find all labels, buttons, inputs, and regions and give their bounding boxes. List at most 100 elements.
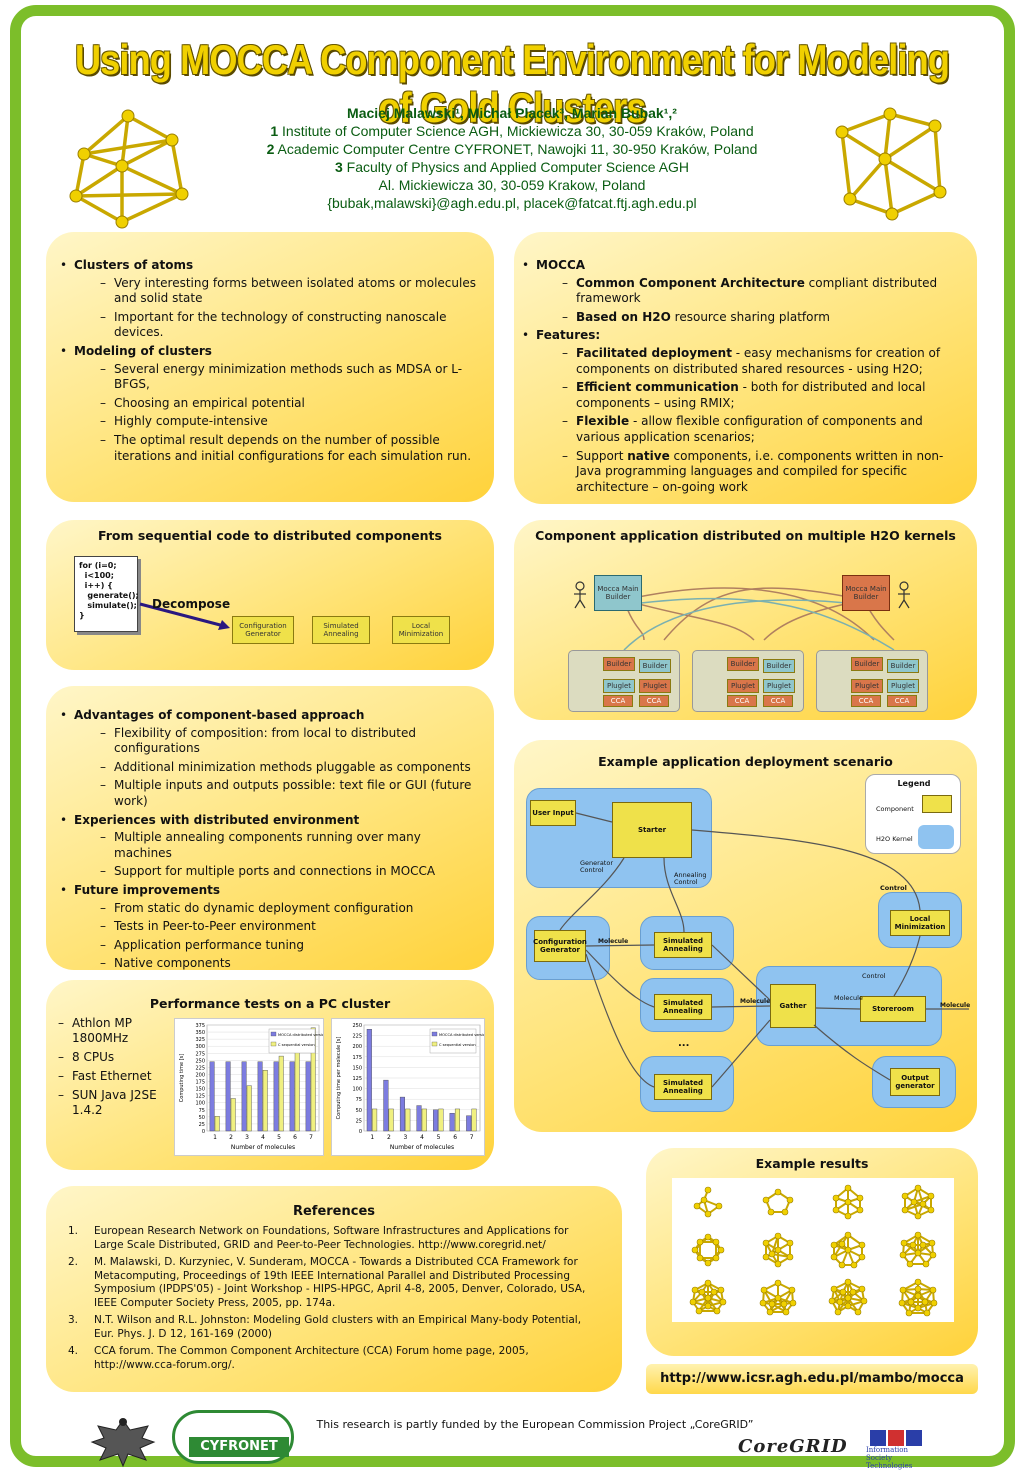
molecule-label-4: Molecule [598, 938, 629, 945]
y-tick-label: 125 [195, 1094, 205, 1100]
control-label-2: Control [880, 884, 907, 892]
y-tick-label: 275 [195, 1051, 205, 1057]
bar-c [294, 1041, 300, 1132]
list-item: Several energy minimization methods such… [114, 361, 463, 392]
bar-mocca [225, 1061, 231, 1132]
reference-item: 1.European Research Network on Foundatio… [68, 1225, 569, 1251]
y-tick-label: 0 [359, 1129, 362, 1135]
legend-label: MOCCA distributed version [278, 1033, 324, 1037]
cluster-structure [898, 1278, 938, 1317]
list-item: Highly compute-intensive [114, 414, 268, 429]
legend-swatch [270, 1041, 277, 1047]
emails: {bubak,malawski}@agh.edu.pl, placek@fatc… [327, 195, 697, 211]
simulated-annealing-node-1: Simulated Annealing [654, 932, 712, 958]
bar-c [278, 1055, 284, 1132]
y-tick-label: 375 [195, 1023, 205, 1029]
bar-mocca [449, 1112, 455, 1132]
cluster-structure [693, 1186, 723, 1218]
chart-computing-time: 0255075100125150175200225250275300325350… [174, 1018, 324, 1156]
reference-item: 2.M. Malawski, D. Kurzyniec, V. Sunderam… [68, 1256, 586, 1309]
configuration-generator-node: Configuration Generator [533, 930, 587, 962]
local-minimization-node: Local Minimization [890, 910, 950, 936]
y-tick-label: 50 [356, 1108, 362, 1114]
x-tick-label: 2 [229, 1134, 233, 1141]
example-title: Example application deployment scenario [598, 754, 893, 769]
x-tick-label: 2 [387, 1134, 391, 1141]
bar-c [372, 1108, 378, 1132]
bar-c [421, 1108, 427, 1132]
y-tick-label: 325 [195, 1037, 205, 1043]
simulated-annealing-node-2: Simulated Annealing [654, 994, 712, 1020]
list-item: Additional minimization methods pluggabl… [114, 759, 471, 774]
bar-mocca [289, 1061, 295, 1132]
legend: MOCCA distributed version C sequential ve… [268, 1028, 324, 1054]
cyfronet-logo: CYFRONET [172, 1410, 294, 1464]
cluster-structure [759, 1279, 797, 1316]
decompose-label: Decompose [152, 597, 231, 611]
cluster-structure [899, 1231, 937, 1268]
bar-c [246, 1085, 252, 1132]
y-tick-label: 250 [195, 1058, 205, 1064]
bar-c [388, 1108, 394, 1132]
y-tick-label: 125 [352, 1076, 362, 1082]
bar-mocca [466, 1115, 472, 1132]
local-minimization-component: Local Minimization [392, 616, 450, 644]
legend-label: C sequential version [278, 1043, 315, 1047]
project-url-link[interactable]: http://www.icsr.agh.edu.pl/mambo/mocca [646, 1364, 978, 1394]
y-axis-label: Computing time per molecule [s] [336, 1037, 342, 1120]
bar-mocca [383, 1079, 389, 1132]
gather-node: Gather [770, 984, 816, 1028]
bar-mocca [241, 1061, 247, 1132]
clusters-panel: •Clusters of atoms –Very interesting for… [46, 232, 494, 502]
future-heading: Future improvements [74, 882, 221, 897]
performance-panel: Performance tests on a PC cluster –Athlo… [46, 980, 494, 1170]
starter-component: Starter [612, 802, 692, 858]
simulated-annealing-component: Simulated Annealing [312, 616, 370, 644]
poster-title: Using MOCCA Component Environment for Mo… [74, 36, 950, 131]
cluster-structure [832, 1184, 864, 1220]
affiliation-3: 3 Faculty of Physics and Applied Compute… [334, 159, 690, 175]
cluster-structure [691, 1233, 725, 1267]
x-axis-label: Number of molecules [231, 1144, 295, 1151]
annealing-control-label: Annealing Control [674, 871, 707, 886]
x-axis-label: Number of molecules [390, 1144, 454, 1151]
bar-mocca [433, 1109, 439, 1132]
molecule-label-2: Molecule [740, 998, 771, 1005]
y-tick-label: 100 [195, 1101, 205, 1107]
list-item: Native components [114, 956, 231, 971]
legend-swatch [431, 1041, 438, 1047]
cluster-structure [830, 1231, 866, 1269]
advantages-heading: Advantages of component-based approach [74, 708, 365, 722]
advantages-panel: •Advantages of component-based approach … [46, 686, 494, 970]
list-item: Choosing an empirical potential [114, 395, 305, 410]
cluster-structure [762, 1188, 794, 1216]
funding-note: This research is partly funded by the Eu… [316, 1418, 754, 1431]
y-tick-label: 25 [199, 1122, 205, 1128]
x-tick-label: 5 [437, 1134, 441, 1141]
sequential-title: From sequential code to distributed comp… [98, 528, 442, 543]
bar-mocca [305, 1061, 311, 1132]
bar-c [230, 1098, 236, 1132]
configuration-generator-component: Configuration Generator [232, 616, 294, 644]
agh-eagle-logo [90, 1418, 156, 1468]
list-item: Flexibility of composition: from local t… [114, 725, 416, 756]
address: Al. Mickiewicza 30, 30-059 Krakow, Polan… [378, 177, 646, 193]
list-item: Support for multiple ports and connectio… [114, 864, 436, 879]
list-item: Important for the technology of construc… [114, 309, 447, 340]
results-title: Example results [755, 1156, 869, 1171]
y-tick-label: 200 [195, 1072, 205, 1078]
bar-c [214, 1116, 220, 1132]
distributed-title: Component application distributed on mul… [535, 528, 956, 543]
affiliation-1: 1 Institute of Computer Science AGH, Mic… [270, 123, 754, 139]
author-block: Maciej Malawski¹, Michał Placek³, Marian… [200, 104, 824, 212]
bar-c [262, 1070, 268, 1132]
mocca-heading: MOCCA [536, 258, 586, 272]
output-generator-node: Output generator [890, 1068, 940, 1096]
reference-item: 3.N.T. Wilson and R.L. Johnston: Modelin… [68, 1314, 582, 1340]
legend-label: MOCCA distributed version [439, 1033, 485, 1037]
cluster-structure [762, 1232, 794, 1268]
y-tick-label: 150 [352, 1065, 362, 1071]
molecule-label: Molecule [834, 994, 863, 1002]
bar-mocca [416, 1105, 422, 1132]
